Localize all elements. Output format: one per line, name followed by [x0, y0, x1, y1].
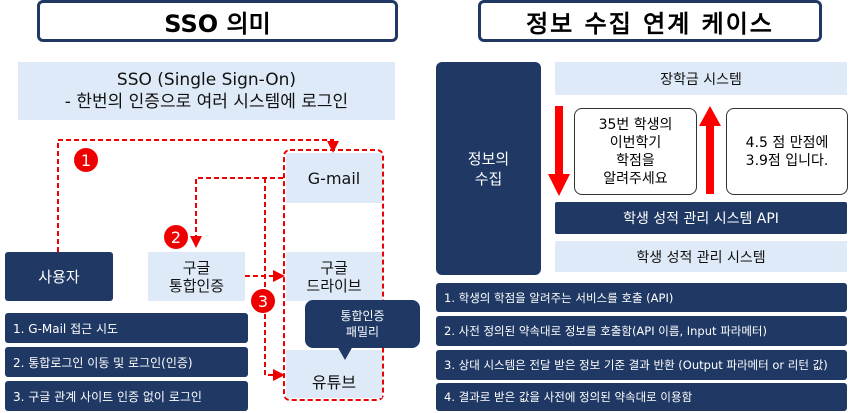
response-arrow-up-icon — [699, 106, 721, 194]
google-auth-box: 구글 통합인증 — [148, 252, 245, 301]
sso-definition: SSO (Single Sign-On) - 한번의 인증으로 여러 시스템에 … — [18, 62, 395, 120]
info-collection-label: 정보의 수집 — [436, 62, 541, 275]
arrow-step3 — [264, 178, 285, 381]
scholarship-system: 장학금 시스템 — [555, 62, 847, 95]
api-step-1: 1. 학생의 학점을 알려주는 서비스를 호출 (API) — [436, 283, 847, 312]
api-step-2: 2. 사전 정의된 약속대로 정보를 호출함(API 이름, Input 파라메… — [436, 316, 847, 346]
request-message: 35번 학생의 이번학기 학점을 알려주세요 — [574, 108, 697, 195]
sso-step-1: 1. G-Mail 접근 시도 — [5, 313, 248, 343]
arrow-step2 — [190, 177, 283, 248]
api-step-4: 4. 결과로 받은 값을 사전에 정의된 약속대로 이용함 — [436, 383, 847, 411]
user-box: 사용자 — [5, 252, 113, 301]
sso-step-2: 2. 통합로그인 이동 및 로그인(인증) — [5, 347, 248, 377]
api-case-title: 정보 수집 연계 케이스 — [478, 0, 822, 42]
request-arrow-down-icon — [548, 106, 570, 196]
response-message: 4.5 점 만점에 3.9점 입니다. — [726, 108, 848, 195]
sso-definition-line2: - 한번의 인증으로 여러 시스템에 로그인 — [64, 92, 349, 112]
step-marker-3: 3 — [251, 289, 275, 313]
gmail-box: G-mail — [286, 153, 382, 203]
sso-family-callout: 통합인증 패밀리 — [305, 300, 420, 348]
google-drive-box: 구글 드라이브 — [286, 252, 382, 301]
arrow-step1 — [57, 139, 339, 252]
step-marker-2: 2 — [164, 225, 188, 249]
step-marker-1: 1 — [74, 148, 98, 172]
grade-api-box: 학생 성적 관리 시스템 API — [555, 202, 847, 234]
api-step-3: 3. 상대 시스템은 전달 받은 정보 기준 결과 반환 (Output 파라메… — [436, 350, 847, 380]
grade-system-box: 학생 성적 관리 시스템 — [555, 241, 847, 272]
sso-title: SSO 의미 — [37, 0, 398, 42]
sso-definition-line1: SSO (Single Sign-On) — [116, 70, 297, 90]
youtube-box: 유튜브 — [286, 350, 382, 398]
sso-step-3: 3. 구글 관계 사이트 인증 없이 로그인 — [5, 381, 248, 411]
callout-tail — [337, 346, 353, 360]
